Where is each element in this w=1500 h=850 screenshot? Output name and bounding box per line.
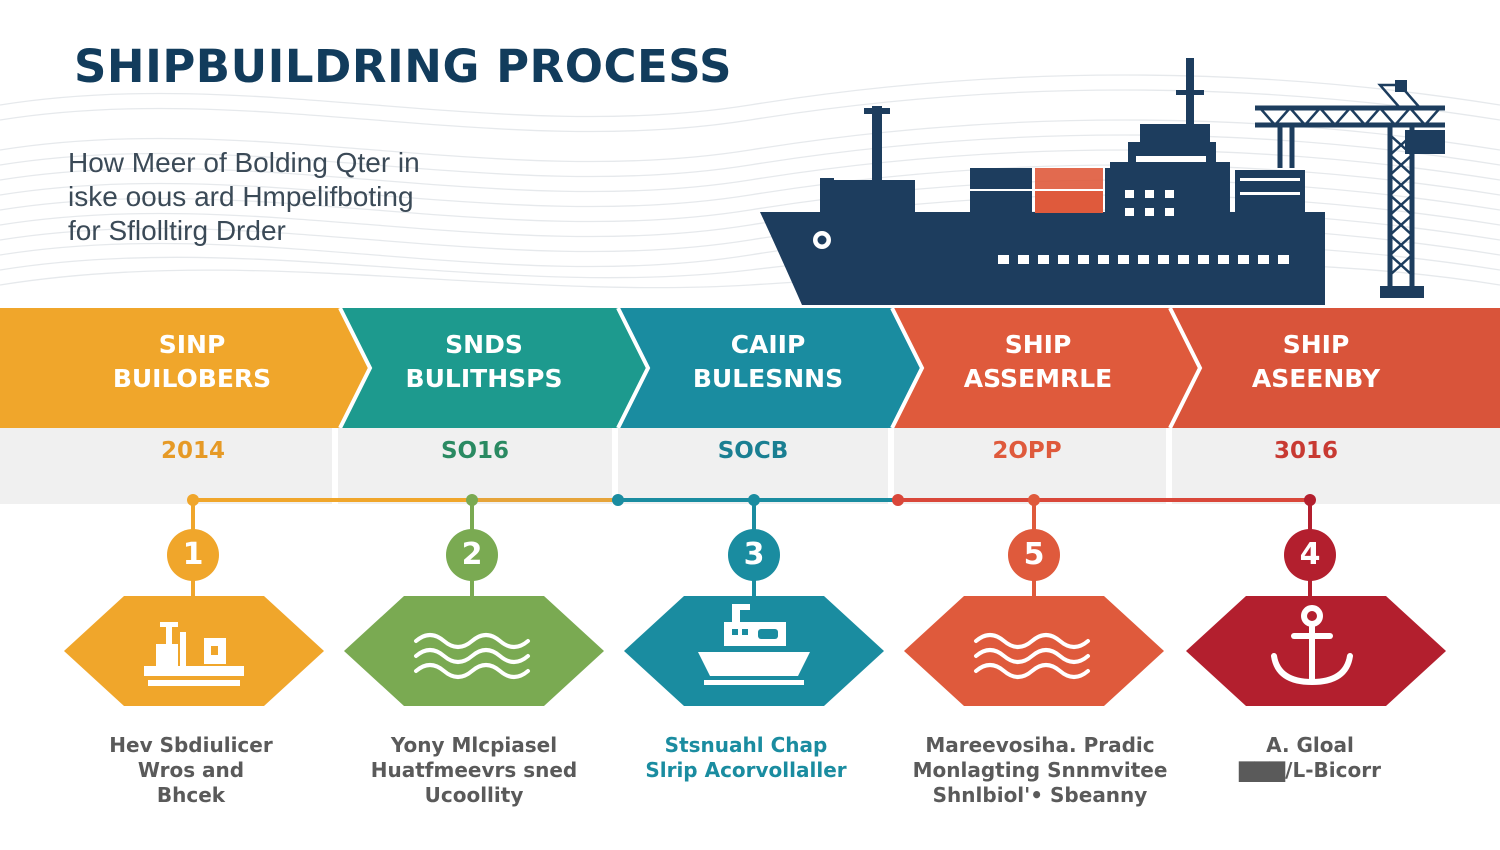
stage-year: SO16	[440, 438, 510, 464]
step-number-badge: 4	[1284, 529, 1336, 581]
stage-label-line: ASEENBY	[1251, 364, 1381, 393]
stage-label-1: SINP BUILOBERS	[62, 328, 322, 396]
stage-year: 2014	[160, 438, 225, 464]
stage-label-line: BULESNNS	[692, 364, 844, 393]
stage-2-tile	[344, 596, 604, 706]
stage-label-line: SHIP	[1282, 330, 1350, 359]
description-line: Monlagting Snnmvitee	[912, 758, 1168, 782]
stage-label-4: SHIP ASSEMRLE	[908, 328, 1168, 396]
description-line: Wros and	[137, 758, 245, 782]
stage-chevron	[0, 308, 370, 428]
step-number-badge: 1	[167, 529, 219, 581]
anchor-icon	[1271, 605, 1353, 686]
description-line: Slrip Acorvollaller	[645, 758, 847, 782]
year-band	[0, 428, 1500, 504]
description-line: ▇▇▇/L-Bicorr	[1239, 758, 1381, 782]
description-line: Huatfmeevrs sned	[370, 758, 578, 782]
description-line: Bhcek	[156, 783, 226, 807]
stage-banner	[0, 308, 1500, 428]
cargo-ship-illustration	[760, 58, 1445, 305]
stage-5-tile	[1186, 596, 1446, 706]
stage-label-line: ASSEMRLE	[963, 364, 1113, 393]
stage-label-3: CAIIP BULESNNS	[638, 328, 898, 396]
description-line: Stsnuahl Chap	[664, 733, 828, 757]
year-divider	[888, 428, 894, 504]
description-line: Mareevosiha. Pradic	[925, 733, 1155, 757]
subtitle-line: for Sflolltirg Drder	[68, 215, 286, 246]
step-number-badge: 2	[446, 529, 498, 581]
step-number-badge: 5	[1008, 529, 1060, 581]
stage-1-tile	[64, 596, 324, 706]
description-line: Hev Sbdiulicer	[109, 733, 273, 757]
stage-4-tile	[904, 596, 1164, 706]
stage-description: Mareevosiha. Pradic Monlagting Snnmvitee…	[900, 733, 1180, 808]
stage-chevron	[340, 308, 648, 428]
description-line: Shnlbiol'• Sbeanny	[932, 783, 1148, 807]
stage-label-line: SNDS	[445, 330, 523, 359]
stage-label-line: SINP	[158, 330, 226, 359]
stage-year: 2OPP	[992, 438, 1062, 464]
stage-chevron	[892, 308, 1200, 428]
stage-label-line: CAIIP	[730, 330, 806, 359]
year-divider	[332, 428, 338, 504]
subtitle: How Meer of Bolding Qter in iske oous ar…	[68, 146, 538, 248]
stage-label-line: SHIP	[1004, 330, 1072, 359]
description-line: Yony Mlcpiasel	[390, 733, 558, 757]
stage-description: Yony Mlcpiasel Huatfmeevrs sned Ucoollit…	[334, 733, 614, 808]
stage-label-2: SNDS BULITHSPS	[354, 328, 614, 396]
stage-description: A. Gloal ▇▇▇/L-Bicorr	[1170, 733, 1450, 783]
stage-label-line: BULITHSPS	[405, 364, 563, 393]
stage-3-tile	[624, 596, 884, 706]
timeline-connector	[187, 494, 1316, 598]
stage-label-5: SHIP ASEENBY	[1186, 328, 1446, 396]
ship-on-dock-icon	[144, 622, 244, 686]
page-title: SHIPBUILDRING PROCESS	[74, 40, 733, 93]
year-divider	[1166, 428, 1172, 504]
subtitle-line: How Meer of Bolding Qter in	[68, 147, 420, 178]
stage-year: 3016	[1273, 438, 1338, 464]
stage-chevron	[618, 308, 922, 428]
waves-icon	[414, 633, 530, 679]
year-divider	[612, 428, 618, 504]
stage-year: SOCB	[717, 438, 789, 464]
description-line: A. Gloal	[1266, 733, 1354, 757]
waves-icon	[974, 633, 1090, 679]
step-number-badge: 3	[728, 529, 780, 581]
stage-description: Hev Sbdiulicer Wros and Bhcek	[51, 733, 331, 808]
description-line: Ucoollity	[424, 783, 524, 807]
subtitle-line: iske oous ard Hmpelifboting	[68, 181, 414, 212]
stage-description: Stsnuahl Chap Slrip Acorvollaller	[606, 733, 886, 783]
stage-chevron	[1170, 308, 1500, 428]
stage-label-line: BUILOBERS	[112, 364, 272, 393]
